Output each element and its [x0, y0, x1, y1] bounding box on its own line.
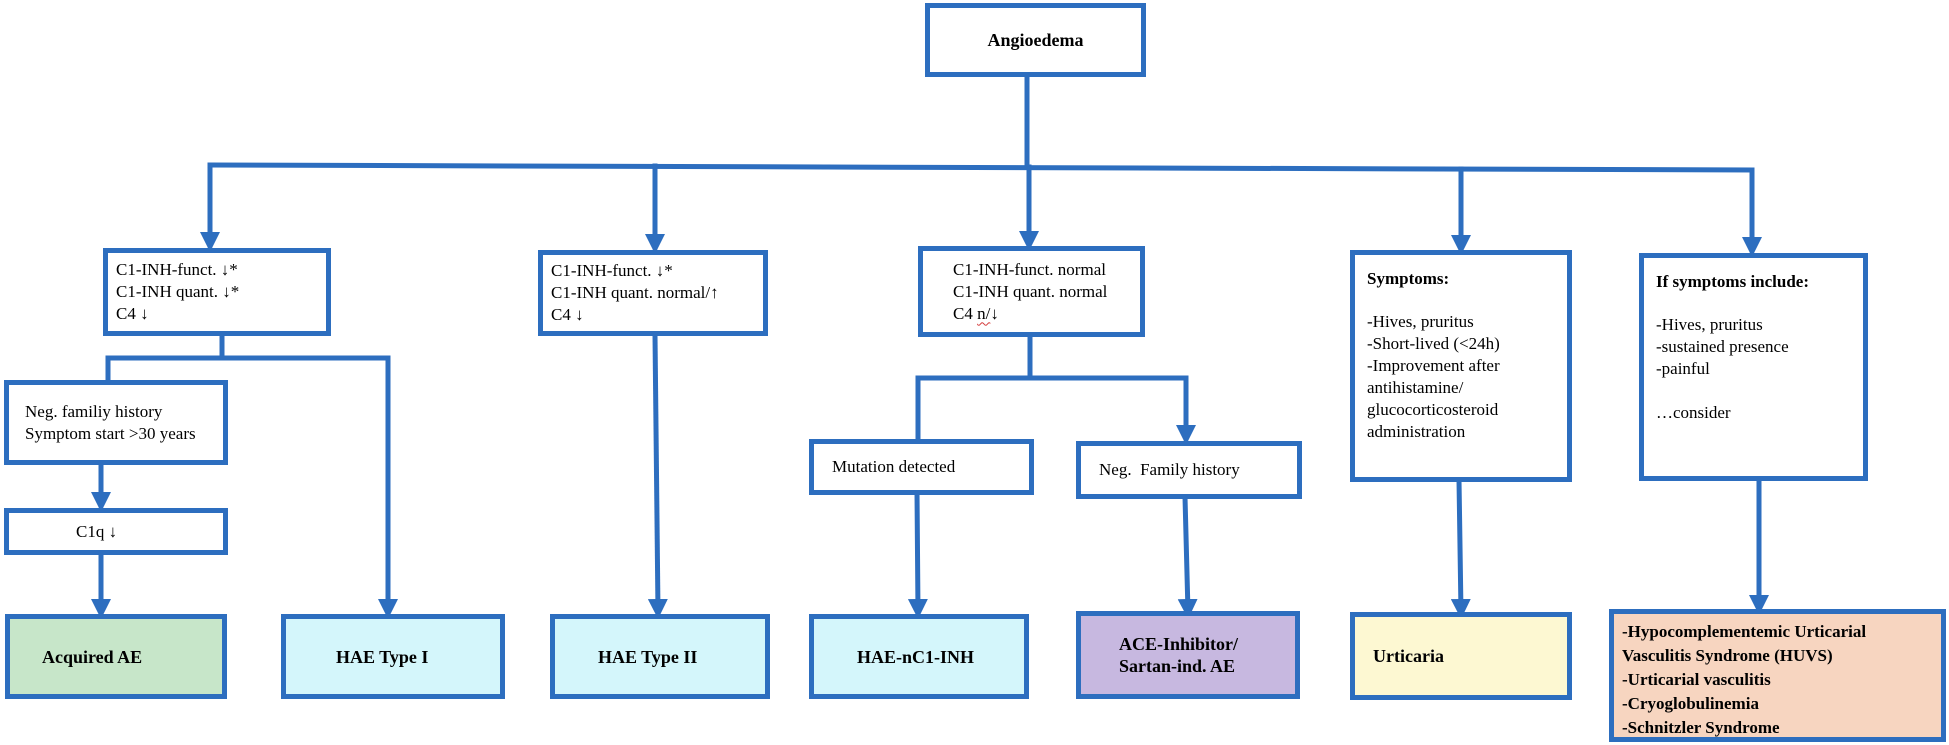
c1q-box: C1q ↓ — [4, 508, 228, 555]
lab-line-c4: C4 n/↓ — [953, 303, 1140, 325]
criteria-line: -sustained presence — [1656, 337, 1789, 356]
criteria-title: If symptoms include: — [1656, 272, 1810, 291]
outcome-label: -Urticarial vasculitis — [1622, 670, 1771, 689]
root-angioedema: Angioedema — [925, 3, 1146, 77]
root-label: Angioedema — [987, 30, 1084, 50]
criteria-line: Symptom start >30 years — [25, 423, 196, 443]
labs-normal: C1-INH-funct. normal C1-INH quant. norma… — [918, 246, 1145, 337]
labs-hae-type1: C1-INH-funct. ↓* C1-INH quant. ↓* C4 ↓ — [103, 248, 331, 336]
outcome-label: HAE Type I — [336, 646, 429, 667]
outcome-hae-type2: HAE Type II — [550, 614, 770, 699]
criteria-title: Symptoms: — [1367, 269, 1450, 288]
outcome-hae-nc1-inh: HAE-nC1-INH — [809, 614, 1029, 699]
c4-label: C4 — [953, 303, 978, 323]
arrow-to-hae2 — [647, 332, 668, 619]
neg-family-label: Neg. Family history — [1099, 460, 1240, 479]
lab-line: C1-INH-funct. ↓* — [116, 260, 238, 279]
outcome-label: -Hypocomplementemic Urticarial — [1622, 622, 1867, 641]
arrow-to-urticaria — [1450, 477, 1471, 619]
criteria-line: antihistamine/ — [1367, 378, 1464, 397]
criteria-line: administration — [1367, 422, 1466, 441]
outcome-label: Sartan-ind. AE — [1119, 656, 1236, 676]
main-bus — [207, 162, 1755, 173]
lab-line: C1-INH-funct. normal — [953, 259, 1106, 279]
acquired-criteria: Neg. familiy history Symptom start >30 y… — [4, 380, 228, 465]
lab-line: C1-INH quant. normal — [953, 281, 1108, 301]
outcome-label: ACE-Inhibitor/ — [1119, 634, 1239, 654]
vasculitis-criteria: If symptoms include: -Hives, pruritus -s… — [1639, 253, 1868, 481]
criteria-line: glucocorticosteroid — [1367, 400, 1499, 419]
outcome-hae-type1: HAE Type I — [281, 614, 505, 699]
lab-line: C1-INH-funct. ↓* — [551, 261, 673, 280]
lab-line: C4 ↓ — [116, 304, 149, 323]
outcome-ace-inhibitor-ae: ACE-Inhibitor/ Sartan-ind. AE — [1076, 611, 1300, 699]
labs-hae-type2: C1-INH-funct. ↓* C1-INH quant. normal/↑ … — [538, 250, 768, 336]
normal-split-bar — [915, 375, 1196, 446]
c4-normal-marker: n/ — [977, 303, 991, 323]
urticaria-criteria: Symptoms: -Hives, pruritus -Short-lived … — [1350, 250, 1572, 482]
mutation-detected-box: Mutation detected — [809, 439, 1034, 495]
criteria-line: -Hives, pruritus — [1367, 312, 1474, 331]
lab-line: C4 ↓ — [551, 305, 584, 324]
outcome-label: -Schnitzler Syndrome — [1622, 718, 1780, 737]
outcome-label: -Cryoglobulinemia — [1622, 694, 1759, 713]
criteria-line: -Improvement after — [1367, 356, 1500, 375]
outcome-label: HAE-nC1-INH — [857, 646, 975, 667]
criteria-line: -Short-lived (<24h) — [1367, 334, 1500, 353]
outcome-label: Vasculitis Syndrome (HUVS) — [1622, 646, 1833, 665]
c4-decreased-marker: ↓ — [990, 303, 999, 323]
lab-line: C1-INH quant. normal/↑ — [551, 283, 719, 302]
criteria-line: -Hives, pruritus — [1656, 315, 1763, 334]
outcome-label: HAE Type II — [598, 646, 698, 667]
c1q-label: C1q ↓ — [76, 521, 118, 541]
criteria-line: …consider — [1656, 403, 1731, 422]
outcome-urticaria: Urticaria — [1350, 612, 1572, 700]
criteria-line: -painful — [1656, 359, 1710, 378]
outcome-label: Urticaria — [1373, 646, 1444, 666]
outcome-acquired-ae: Acquired AE — [5, 614, 227, 699]
lab-line: C1-INH quant. ↓* — [116, 282, 240, 301]
hae1-split-bar — [105, 355, 398, 620]
neg-family-history-box: Neg. Family history — [1076, 441, 1302, 499]
arrow-to-haen — [907, 489, 928, 619]
mutation-label: Mutation detected — [832, 457, 956, 476]
arrow-to-ace — [1177, 494, 1198, 619]
outcome-huvs-list: -Hypocomplementemic Urticarial Vasculiti… — [1609, 609, 1946, 742]
outcome-label: Acquired AE — [42, 646, 143, 667]
criteria-line: Neg. familiy history — [25, 401, 163, 421]
